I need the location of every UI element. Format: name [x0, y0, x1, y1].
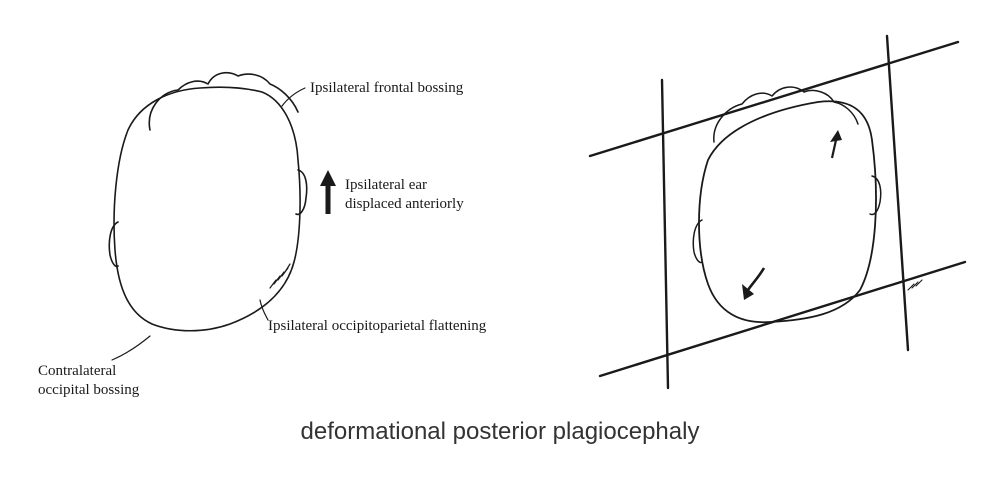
- right-ear-right: [869, 175, 882, 216]
- right-head-diagram: [588, 34, 967, 390]
- figure-caption: deformational posterior plagiocephaly: [300, 418, 700, 445]
- label-contra-line2: occipital bossing: [38, 382, 140, 398]
- label-contra-line1: Contralateral: [38, 363, 116, 379]
- left-face-outline: [148, 71, 299, 131]
- label-flattening: Ipsilateral occipitoparietal flattening: [268, 318, 487, 334]
- parallelogram-bottom-line: [598, 260, 967, 378]
- ear-displacement-arrow: [320, 170, 336, 214]
- left-ear-right: [295, 169, 308, 216]
- leader-contralateral: [111, 335, 151, 361]
- right-flattening-marks: [907, 279, 923, 291]
- parallelogram-right-line: [885, 34, 910, 352]
- right-head-outline: [698, 100, 877, 324]
- leader-flattening: [259, 299, 269, 321]
- right-face-outline: [713, 86, 859, 143]
- parallelogram-top-line: [588, 40, 960, 158]
- flattening-marks: [269, 263, 291, 289]
- left-ear-left: [108, 221, 119, 268]
- left-head-outline: [113, 86, 301, 332]
- label-ear-line2: displaced anteriorly: [345, 196, 464, 212]
- right-arrow-up: [830, 130, 842, 159]
- label-frontal-bossing: Ipsilateral frontal bossing: [310, 80, 464, 96]
- parallelogram-left-line: [660, 78, 670, 390]
- label-ear-line1: Ipsilateral ear: [345, 177, 427, 193]
- left-head-diagram: [108, 71, 308, 361]
- right-arrow-down: [742, 267, 766, 300]
- leader-frontal: [281, 87, 306, 107]
- right-ear-left: [692, 219, 703, 264]
